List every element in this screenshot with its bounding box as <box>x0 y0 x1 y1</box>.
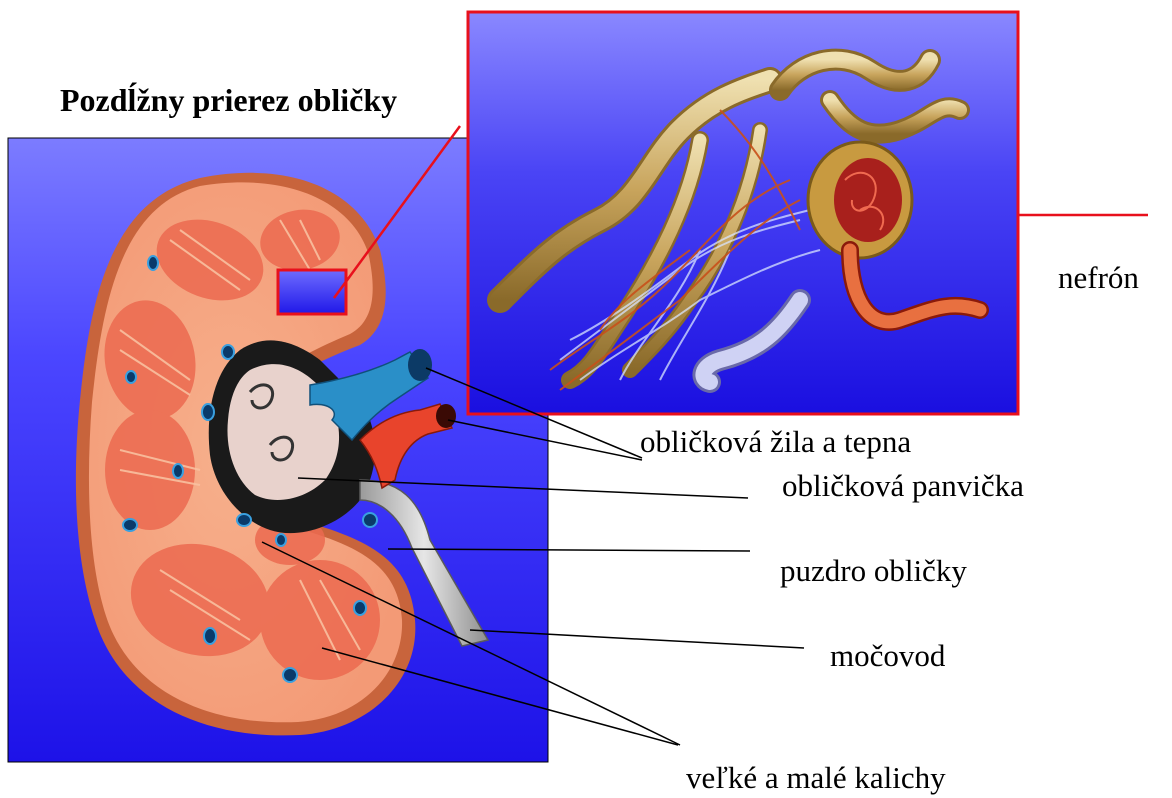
label-renal-pelvis: obličková panvička <box>782 470 1024 501</box>
label-vein-artery: obličková žila a tepna <box>640 426 911 457</box>
diagram-title: Pozdĺžny prierez obličky <box>60 84 397 116</box>
label-capsule: puzdro obličky <box>780 555 967 586</box>
highlight-box <box>278 270 346 314</box>
label-nefron: nefrón <box>1058 262 1139 293</box>
label-calyces: veľké a malé kalichy <box>686 762 946 793</box>
label-ureter: močovod <box>830 640 945 671</box>
